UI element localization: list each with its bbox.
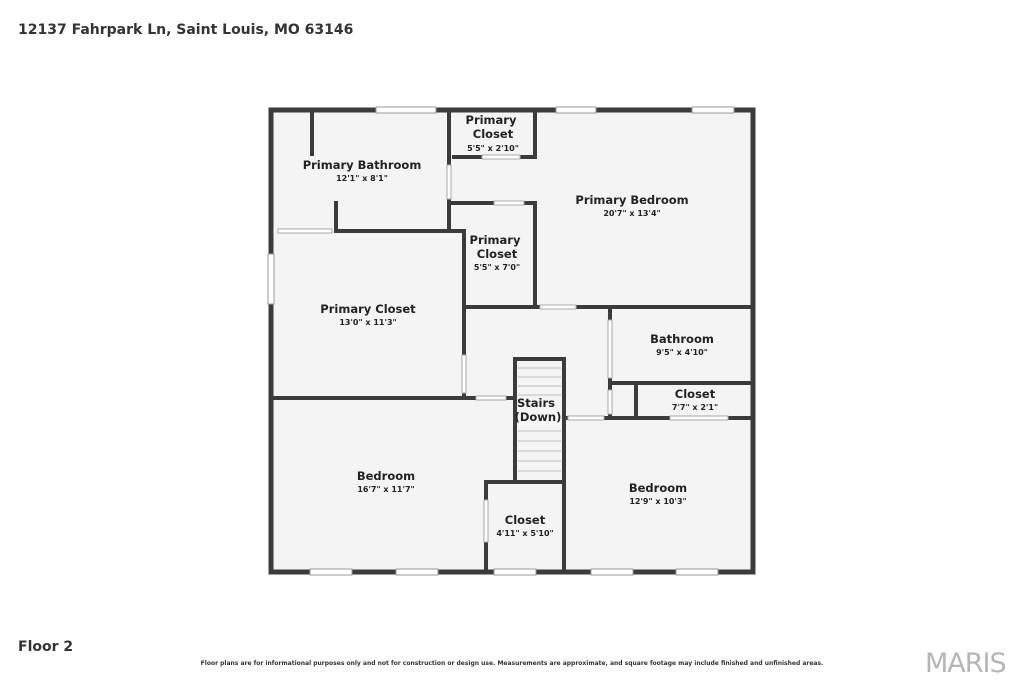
room-name: Stairs (Down) (515, 396, 562, 424)
room-dimensions: 5'5" x 7'0" (474, 263, 520, 272)
room-name: Closet (505, 513, 546, 527)
room-name-line-2: (Down) (515, 410, 562, 424)
room-dimensions: 7'7" x 2'1" (672, 403, 718, 412)
room-name: Closet (675, 387, 716, 401)
room-name: Bathroom (650, 332, 714, 346)
disclaimer-text: Floor plans are for informational purpos… (200, 660, 824, 667)
brand-logo: MARIS (925, 648, 1007, 679)
room-primary-closet-top: Primary Closet 5'5" x 2'10" (466, 113, 521, 153)
stair-treads (518, 367, 561, 472)
room-bedroom-right: Bedroom 12'9" x 10'3" (629, 481, 687, 506)
room-stairs: Stairs (Down) (515, 396, 562, 428)
room-primary-closet-mid: Primary Closet 5'5" x 7'0" (470, 233, 525, 272)
room-name-line-2: Closet (473, 127, 514, 141)
room-name: Bedroom (629, 481, 687, 495)
room-name: Primary Bedroom (575, 193, 688, 207)
room-dimensions: 16'7" x 11'7" (357, 485, 414, 494)
room-name-line-2: Closet (477, 247, 518, 261)
room-name: Primary Closet (466, 113, 521, 141)
room-primary-bedroom: Primary Bedroom 20'7" x 13'4" (575, 193, 688, 218)
windows (267, 106, 735, 576)
room-closet-hall: Closet 7'7" x 2'1" (672, 387, 718, 412)
room-primary-bathroom: Primary Bathroom 12'1" x 8'1" (303, 158, 422, 183)
floor-area (271, 110, 753, 572)
room-name-line-1: Stairs (517, 396, 555, 410)
room-dimensions: 13'0" x 11'3" (339, 318, 396, 327)
door-openings (277, 154, 729, 543)
room-name-line-1: Primary (470, 233, 521, 247)
room-name: Primary Closet (320, 302, 416, 316)
room-dimensions: 5'5" x 2'10" (467, 144, 519, 153)
room-name: Primary Closet (470, 233, 525, 261)
property-address: 12137 Fahrpark Ln, Saint Louis, MO 63146 (18, 22, 354, 38)
room-dimensions: 9'5" x 4'10" (656, 348, 708, 357)
room-bedroom-left: Bedroom 16'7" x 11'7" (357, 469, 415, 494)
room-dimensions: 12'1" x 8'1" (336, 174, 388, 183)
stairs-label-bg (517, 398, 562, 428)
room-closet-small: Closet 4'11" x 5'10" (496, 513, 553, 538)
room-dimensions: 20'7" x 13'4" (603, 209, 660, 218)
room-dimensions: 12'9" x 10'3" (629, 497, 686, 506)
room-primary-closet-large: Primary Closet 13'0" x 11'3" (320, 302, 416, 327)
room-name-line-1: Primary (466, 113, 517, 127)
room-bathroom: Bathroom 9'5" x 4'10" (650, 332, 714, 357)
room-name: Primary Bathroom (303, 158, 422, 172)
room-dimensions: 4'11" x 5'10" (496, 529, 553, 538)
floor-label: Floor 2 (18, 639, 74, 655)
room-name: Bedroom (357, 469, 415, 483)
